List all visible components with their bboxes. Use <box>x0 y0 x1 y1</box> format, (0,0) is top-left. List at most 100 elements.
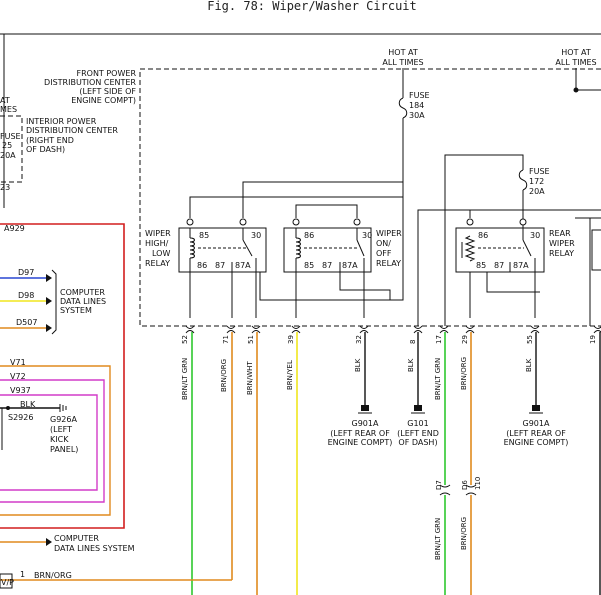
wire-labels: BRN/LT GRN BRN/ORG BRN/WHT BRN/YEL BLK B… <box>181 357 533 400</box>
svg-text:86: 86 <box>478 231 488 240</box>
svg-text:85: 85 <box>304 261 314 270</box>
interior-pdc-label: INTERIOR POWER DISTRIBUTION CENTER (RIGH… <box>0 96 118 192</box>
svg-text:20A: 20A <box>529 187 545 196</box>
svg-text:LOW: LOW <box>152 249 170 258</box>
svg-text:(LEFT SIDE OF: (LEFT SIDE OF <box>79 87 136 96</box>
svg-text:30: 30 <box>362 231 372 240</box>
svg-text:ON/: ON/ <box>376 239 391 248</box>
svg-text:V937: V937 <box>10 386 31 395</box>
svg-text:30: 30 <box>530 231 540 240</box>
svg-text:(LEFT REAR OF: (LEFT REAR OF <box>506 429 566 438</box>
fuse-172 <box>444 68 601 230</box>
svg-text:87: 87 <box>494 261 504 270</box>
fuse-184-label: FUSE 184 30A <box>409 91 430 120</box>
connector-pin-55 <box>530 325 540 329</box>
svg-text:86: 86 <box>304 231 314 240</box>
svg-text:G926A: G926A <box>50 415 77 424</box>
svg-text:BRN/ORG: BRN/ORG <box>220 359 228 392</box>
svg-text:BRN/WHT: BRN/WHT <box>246 361 254 395</box>
svg-text:87: 87 <box>215 261 225 270</box>
connector-pin-19 <box>593 325 601 329</box>
svg-text:HOT AT: HOT AT <box>388 48 418 57</box>
svg-text:(LEFT: (LEFT <box>50 425 72 434</box>
svg-text:A929: A929 <box>4 224 25 233</box>
rear-wiper-relay: 86 30 85 87 87A REAR WIPER RELAY <box>455 218 575 273</box>
svg-text:25: 25 <box>2 141 12 150</box>
svg-text:ALL TIMES: ALL TIMES <box>555 58 596 67</box>
svg-text:G901A: G901A <box>523 419 550 428</box>
svg-text:V/P: V/P <box>1 578 14 587</box>
svg-text:COMPUTER: COMPUTER <box>54 534 99 543</box>
front-pdc-label: FRONT POWER DISTRIBUTION CENTER (LEFT SI… <box>44 69 136 105</box>
svg-text:RELAY: RELAY <box>145 259 170 268</box>
connector-number: 32 <box>355 335 363 344</box>
svg-text:BLK: BLK <box>354 358 362 372</box>
bottom-connector: V/P 1 BRN/ORG <box>0 570 72 589</box>
colored-wires <box>0 332 472 595</box>
relay-output-wires <box>189 272 536 326</box>
svg-text:86: 86 <box>197 261 207 270</box>
diagram-frame <box>0 33 601 208</box>
connector-pin-mate-19 <box>593 330 601 334</box>
svg-text:20A: 20A <box>0 151 16 160</box>
svg-text:(LEFT REAR OF: (LEFT REAR OF <box>330 429 390 438</box>
hot-at-all-times-2: HOT AT ALL TIMES <box>555 48 596 67</box>
svg-text:BRN/LT GRN: BRN/LT GRN <box>434 358 442 400</box>
pdc-internal-wiring <box>189 155 601 326</box>
svg-text:KICK: KICK <box>50 435 69 444</box>
connector-pin-mate-52 <box>185 330 195 334</box>
svg-text:S2926: S2926 <box>8 413 33 422</box>
connector-pin-8 <box>413 325 423 329</box>
svg-text:WIPER: WIPER <box>376 229 402 238</box>
svg-text:ENGINE COMPT): ENGINE COMPT) <box>71 96 136 105</box>
connector-number: 55 <box>526 335 534 344</box>
svg-text:(RIGHT END: (RIGHT END <box>26 136 74 145</box>
connector-number: 71 <box>222 335 230 344</box>
svg-text:DATA LINES: DATA LINES <box>60 297 106 306</box>
svg-text:WIPER: WIPER <box>549 239 575 248</box>
connector-number: 29 <box>461 335 469 344</box>
svg-text:172: 172 <box>529 177 544 186</box>
svg-text:WIPER: WIPER <box>145 229 171 238</box>
connector-number: 17 <box>435 335 443 344</box>
svg-text:BLK: BLK <box>525 358 533 372</box>
svg-text:FUSE: FUSE <box>529 167 550 176</box>
connector-pin-17 <box>439 325 449 329</box>
lower-connectors <box>439 484 477 496</box>
svg-text:HOT AT: HOT AT <box>561 48 591 57</box>
svg-text:V72: V72 <box>10 372 26 381</box>
svg-text:AT: AT <box>0 96 10 105</box>
connector-pin-39 <box>291 325 301 329</box>
connector-pin-51 <box>251 325 261 329</box>
connector-pin-mate-32 <box>359 330 369 334</box>
ground-g101: G101 (LEFT END OF DASH) <box>397 405 439 447</box>
svg-text:87A: 87A <box>342 261 358 270</box>
ground-g901a-1: G901A (LEFT REAR OF ENGINE COMPT) <box>328 405 392 447</box>
svg-text:30: 30 <box>251 231 261 240</box>
svg-text:COMPUTER: COMPUTER <box>60 288 105 297</box>
svg-text:V71: V71 <box>10 358 26 367</box>
connector-pin-mate-8 <box>413 330 423 334</box>
svg-text:85: 85 <box>476 261 486 270</box>
svg-text:OF DASH): OF DASH) <box>26 145 65 154</box>
connector-number: 39 <box>287 335 295 344</box>
svg-text:87A: 87A <box>513 261 529 270</box>
connector-number: 19 <box>589 335 597 344</box>
svg-text:OF DASH): OF DASH) <box>398 438 437 447</box>
svg-text:REAR: REAR <box>549 229 571 238</box>
svg-text:RELAY: RELAY <box>376 259 401 268</box>
connector-pin-32 <box>359 325 369 329</box>
svg-text:1: 1 <box>20 570 25 579</box>
svg-text:BRN/ORG: BRN/ORG <box>34 571 72 580</box>
left-data-line-labels: A929 D97 D98 D507 COMPUTER DATA LINES SY… <box>4 224 106 327</box>
connector-number: 52 <box>181 335 189 344</box>
svg-text:FUSE: FUSE <box>409 91 430 100</box>
fuse-172-label: FUSE 172 20A <box>529 167 550 196</box>
svg-text:D7: D7 <box>435 480 443 490</box>
svg-text:FRONT POWER: FRONT POWER <box>76 69 136 78</box>
svg-text:BRN/LT GRN: BRN/LT GRN <box>434 518 442 560</box>
ground-g926a-symbol <box>1 404 67 450</box>
connector-pin-71 <box>226 325 236 329</box>
svg-text:PANEL): PANEL) <box>50 445 78 454</box>
svg-text:DISTRIBUTION CENTER: DISTRIBUTION CENTER <box>26 126 118 135</box>
